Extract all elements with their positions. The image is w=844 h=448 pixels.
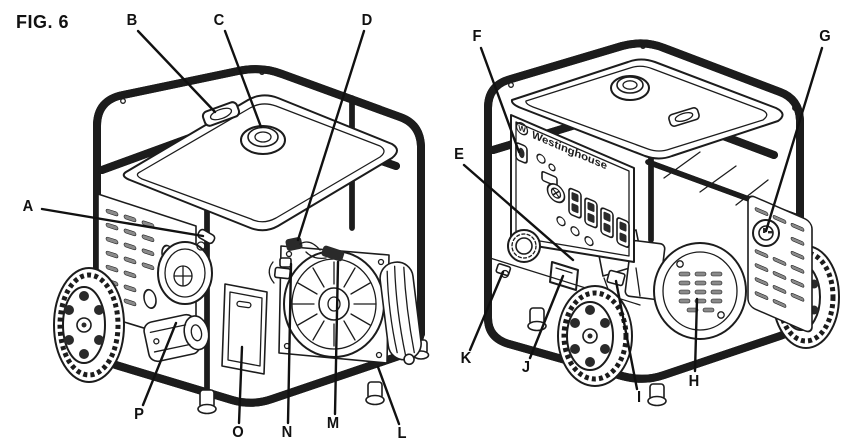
left-wheel <box>53 267 125 383</box>
leader-line-B <box>136 29 217 114</box>
leader-line-J <box>528 274 565 360</box>
left-fuel-gauge <box>201 101 241 127</box>
brand-logo-circle <box>515 121 529 136</box>
leader-line-K <box>468 270 505 352</box>
twist-lock-outlet <box>546 182 566 204</box>
recoil-pull-handle <box>197 228 216 245</box>
leader-line-O <box>237 345 244 425</box>
callout-label-C: C <box>213 12 225 29</box>
callout-label-L: L <box>397 425 407 442</box>
callout-leader-lines <box>40 29 824 426</box>
handle-bracket <box>606 269 626 287</box>
alternator <box>653 242 747 340</box>
leader-line-D <box>296 29 366 242</box>
left-fuel-cap <box>240 125 286 155</box>
alternator-fins <box>678 271 723 313</box>
breaker-button-3 <box>584 236 594 247</box>
rear-vent-panel <box>747 195 813 333</box>
callout-label-J: J <box>521 359 531 376</box>
callout-label-A: A <box>22 198 34 215</box>
figure-label: FIG. 6 <box>16 12 70 32</box>
right-generator-illustration: W Westinghouse <box>484 43 840 407</box>
duplex-outlet-2 <box>584 197 598 229</box>
callout-label-B: B <box>126 12 138 29</box>
leader-line-L <box>376 365 401 426</box>
engine-fan-shroud <box>278 245 390 364</box>
brand-logo-mark: W <box>518 122 526 135</box>
right-rubber-feet <box>527 307 667 407</box>
right-fuel-gauge <box>668 107 700 127</box>
below-panel-components <box>489 229 641 306</box>
callout-label-F: F <box>472 28 482 45</box>
panel-button-small <box>548 163 556 172</box>
muffler <box>379 261 422 366</box>
duplex-outlet-4 <box>616 217 630 248</box>
leader-line-M <box>333 260 340 416</box>
frame-bracket <box>549 261 579 291</box>
recoil-starter <box>157 228 216 305</box>
callout-label-D: D <box>361 12 373 29</box>
callout-label-K: K <box>460 350 472 367</box>
starter-motor <box>143 313 210 363</box>
leader-line-C <box>223 29 263 129</box>
leader-line-H <box>693 297 699 373</box>
right-fuel-cap <box>610 75 650 101</box>
right-front-wheel <box>557 285 633 387</box>
callout-label-O: O <box>232 424 244 441</box>
leader-line-A <box>40 207 205 238</box>
duplex-outlet-3 <box>600 207 614 239</box>
callout-label-M: M <box>326 415 340 432</box>
callout-label-P: P <box>134 406 144 423</box>
right-fuel-tank <box>510 58 784 160</box>
panel-button <box>536 153 546 164</box>
carburetor-area <box>268 257 292 284</box>
callout-label-H: H <box>688 373 700 390</box>
left-fuel-tank <box>122 94 398 232</box>
duplex-outlet-1 <box>568 187 582 219</box>
callout-label-G: G <box>819 28 831 45</box>
leader-line-F <box>479 46 521 154</box>
breaker-button-1 <box>556 216 566 227</box>
leader-line-E <box>462 163 575 262</box>
leader-line-N <box>286 262 293 425</box>
leader-line-G <box>764 46 824 233</box>
callout-label-E: E <box>454 146 464 163</box>
leader-line-P <box>141 321 178 407</box>
callout-label-I: I <box>636 389 642 406</box>
breaker-button-2 <box>570 226 580 237</box>
leader-line-I <box>614 279 639 391</box>
fuel-valve <box>495 263 512 279</box>
oil-access-panel <box>221 283 268 375</box>
panel-display <box>541 170 558 187</box>
rear-panel-receptacle <box>752 219 780 247</box>
callout-label-N: N <box>281 424 293 441</box>
